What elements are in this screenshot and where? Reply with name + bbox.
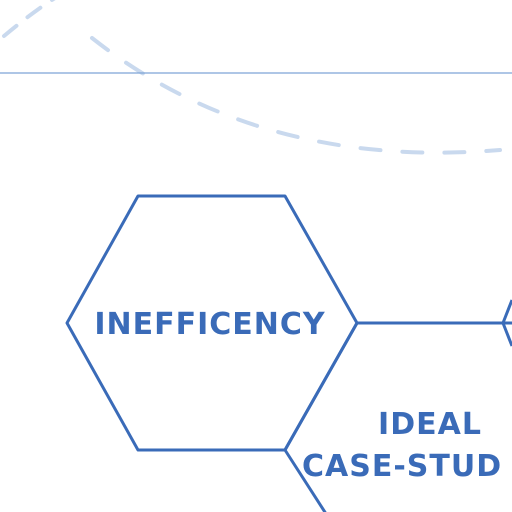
node-label-case-study: CASE-STUD xyxy=(302,449,502,484)
hexagon-ideal-case-study xyxy=(283,322,359,512)
node-label-ideal: IDEAL xyxy=(378,407,482,442)
hexagon-right-partial xyxy=(501,299,512,347)
node-label-inefficency: INEFFICENCY xyxy=(94,307,326,342)
dashed-arc xyxy=(90,36,502,155)
dashed-arc-upper-left xyxy=(2,0,56,38)
